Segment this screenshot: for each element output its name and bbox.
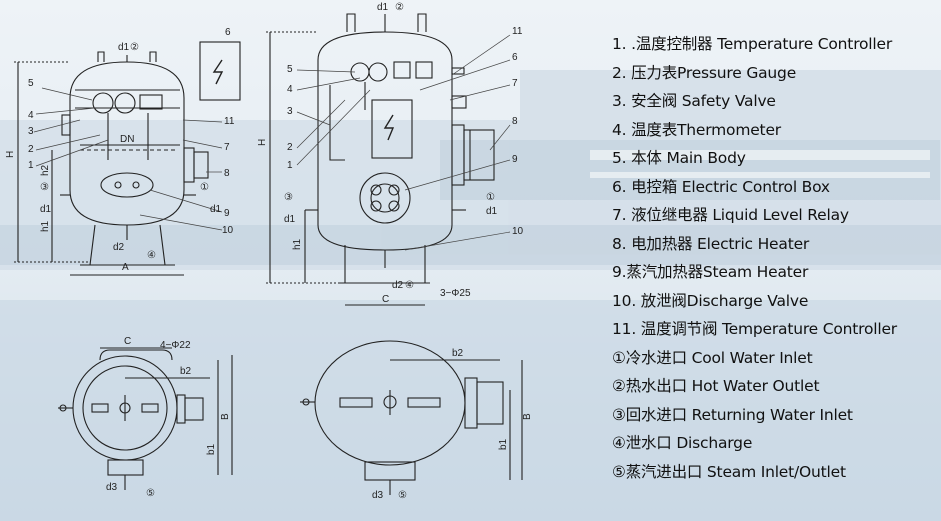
bottom-right-vessel bbox=[300, 340, 523, 495]
left-discharge-4-label: ④ bbox=[147, 250, 156, 261]
left-item-4-label: 4 bbox=[28, 110, 34, 121]
left-item-3-label: 3 bbox=[28, 126, 34, 137]
bottom-left-vessel bbox=[58, 347, 233, 490]
legend-connection-5: ⑤蒸汽进出口 Steam Inlet/Outlet bbox=[612, 462, 846, 481]
left-item-6-label: 6 bbox=[225, 27, 231, 38]
bottom-left-C-label: C bbox=[124, 336, 131, 347]
legend-connection-3: ③回水进口 Returning Water Inlet bbox=[612, 405, 853, 424]
center-inlet-1-label: ① bbox=[486, 192, 495, 203]
left-item-7-label: 7 bbox=[224, 142, 230, 153]
left-item-10-label: 10 bbox=[222, 225, 234, 236]
bottom-right-b2-label: b2 bbox=[452, 348, 464, 359]
center-discharge-4-label: ④ bbox=[405, 280, 414, 291]
center-outlet-2-label: ② bbox=[395, 2, 404, 13]
center-d1-right-label: d1 bbox=[486, 206, 498, 217]
left-item-1-label: 1 bbox=[28, 160, 34, 171]
bottom-left-B-label: B bbox=[220, 413, 231, 420]
center-item-5-label: 5 bbox=[287, 64, 293, 75]
bottom-right-B-label: B bbox=[522, 413, 533, 420]
legend-item-2: 2. 压力表Pressure Gauge bbox=[612, 63, 797, 82]
left-d2-label: d2 bbox=[113, 242, 125, 253]
bottom-left-holes-label: 4−Φ22 bbox=[160, 340, 191, 351]
water-heater-drawing: d1 ② 6 5 4 3 2 1 h2 11 7 8 ① 9 10 ③ d1 d… bbox=[5, 2, 533, 501]
legend-item-4: 4. 温度表Thermometer bbox=[612, 120, 781, 139]
legend-item-6: 6. 电控箱 Electric Control Box bbox=[612, 177, 830, 196]
left-item-2-label: 2 bbox=[28, 144, 34, 155]
left-H-label: H bbox=[5, 151, 16, 158]
center-item-6-label: 6 bbox=[512, 52, 518, 63]
bottom-left-b2-label: b2 bbox=[180, 366, 192, 377]
center-item-10-label: 10 bbox=[512, 226, 524, 237]
center-d1-left-label: d1 bbox=[284, 214, 296, 225]
center-vessel bbox=[266, 13, 495, 306]
bottom-right-b1-label: b1 bbox=[498, 438, 509, 450]
legend-connection-1: ①冷水进口 Cool Water Inlet bbox=[612, 348, 813, 367]
left-h1-label: h1 bbox=[40, 220, 51, 232]
parts-legend: 1. .温度控制器 Temperature Controller 2. 压力表P… bbox=[612, 30, 941, 486]
legend-connection-2: ②热水出口 Hot Water Outlet bbox=[612, 377, 820, 395]
left-outlet-2-label: ② bbox=[130, 42, 139, 53]
center-item-11-label: 11 bbox=[512, 26, 523, 37]
left-item-5-label: 5 bbox=[28, 78, 34, 89]
center-C-label: C bbox=[382, 294, 389, 305]
center-item-3-label: 3 bbox=[287, 106, 293, 117]
center-item-4-label: 4 bbox=[287, 84, 293, 95]
center-d1-top-label: d1 bbox=[377, 2, 389, 13]
legend-item-11: 11. 温度调节阀 Temperature Controller bbox=[612, 320, 897, 338]
center-holes-label: 3−Φ25 bbox=[440, 288, 471, 299]
legend-item-9: 9.蒸汽加热器Steam Heater bbox=[612, 263, 809, 281]
center-return-3-label: ③ bbox=[284, 192, 293, 203]
center-h1-label: h1 bbox=[292, 238, 303, 250]
center-item-8-label: 8 bbox=[512, 116, 518, 127]
legend-item-1: 1. .温度控制器 Temperature Controller bbox=[612, 35, 893, 53]
legend-item-5: 5. 本体 Main Body bbox=[612, 149, 746, 167]
left-A-label: A bbox=[122, 262, 129, 273]
center-item-2-label: 2 bbox=[287, 142, 293, 153]
legend-item-7: 7. 液位继电器 Liquid Level Relay bbox=[612, 206, 849, 224]
left-d1-left-label: d1 bbox=[40, 204, 52, 215]
left-DN-label: DN bbox=[120, 134, 134, 145]
left-d1-right-label: d1 bbox=[210, 204, 222, 215]
left-return-3-label: ③ bbox=[40, 182, 49, 193]
center-item-9-label: 9 bbox=[512, 154, 518, 165]
legend-item-8: 8. 电加热器 Electric Heater bbox=[612, 234, 810, 253]
left-h2-label: h2 bbox=[40, 164, 51, 176]
legend-item-3: 3. 安全阀 Safety Valve bbox=[612, 92, 776, 110]
center-d2-label: d2 bbox=[392, 280, 404, 291]
left-item-9-label: 9 bbox=[224, 208, 230, 219]
left-vessel bbox=[14, 41, 241, 276]
center-item-7-label: 7 bbox=[512, 78, 518, 89]
legend-item-10: 10. 放泄阀Discharge Valve bbox=[612, 291, 809, 310]
left-item-8-label: 8 bbox=[224, 168, 230, 179]
center-item-1-label: 1 bbox=[287, 160, 293, 171]
bottom-left-b1-label: b1 bbox=[206, 443, 217, 455]
bottom-left-steam-5-label: ⑤ bbox=[146, 488, 155, 499]
bottom-right-steam-5-label: ⑤ bbox=[398, 490, 407, 501]
bottom-right-d3-label: d3 bbox=[372, 490, 384, 501]
bottom-left-d3-label: d3 bbox=[106, 482, 118, 493]
left-d1-top-label: d1 bbox=[118, 42, 130, 53]
legend-connection-4: ④泄水口 Discharge bbox=[612, 434, 753, 452]
center-H-label: H bbox=[257, 139, 268, 146]
left-inlet-1-label: ① bbox=[200, 182, 209, 193]
left-item-11-label: 11 bbox=[224, 116, 235, 127]
